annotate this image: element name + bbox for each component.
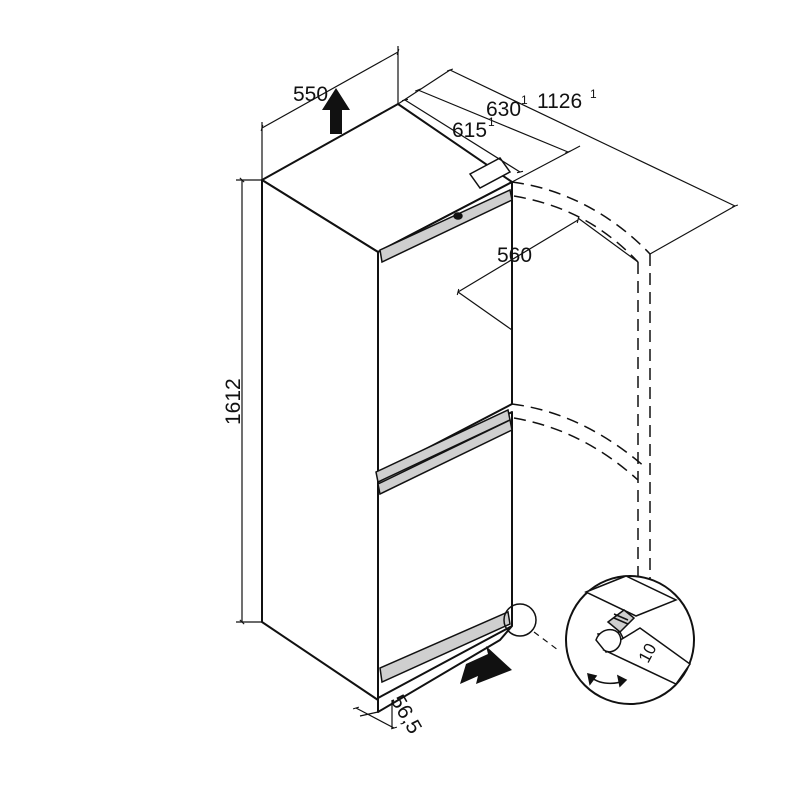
label-height: 1612	[222, 378, 245, 425]
dimension-lines	[236, 46, 739, 730]
foot-detail-source-circle	[503, 603, 537, 637]
fridge-body	[261, 103, 513, 713]
bottom-handle	[379, 610, 511, 684]
open-door-middle-curve-inner	[513, 417, 639, 481]
fridge-side-panel	[261, 179, 379, 701]
label-depth-overall-note: 1	[521, 93, 528, 107]
middle-handle-lower	[377, 418, 513, 496]
label-door-width: 560	[497, 244, 532, 267]
top-handle-knob	[453, 212, 463, 220]
right-arrow-icon	[460, 646, 512, 684]
up-arrow-icon	[322, 88, 350, 134]
wrench-icon	[595, 627, 692, 685]
dim-line-depth-door-open	[446, 68, 739, 208]
foot-detail: 10	[503, 575, 695, 705]
label-depth-overall: 630	[486, 98, 521, 121]
dim-line-width	[260, 48, 400, 132]
open-door-middle-curve	[511, 403, 647, 469]
open-door-top-curve	[511, 181, 651, 255]
dim-line-clearance	[352, 706, 398, 730]
label-depth-body-note: 1	[488, 115, 495, 129]
fridge-base	[377, 625, 513, 713]
label-depth-body: 615	[452, 119, 487, 142]
label-depth-door-open: 1126	[537, 90, 582, 113]
open-door-top-curve-inner	[513, 195, 639, 263]
label-depth-door-open-note: 1	[590, 87, 597, 101]
rotate-arrow-icon	[587, 672, 628, 688]
dim-line-door-width	[456, 216, 580, 296]
label-width: 550	[293, 83, 328, 106]
door-handles	[375, 157, 513, 684]
